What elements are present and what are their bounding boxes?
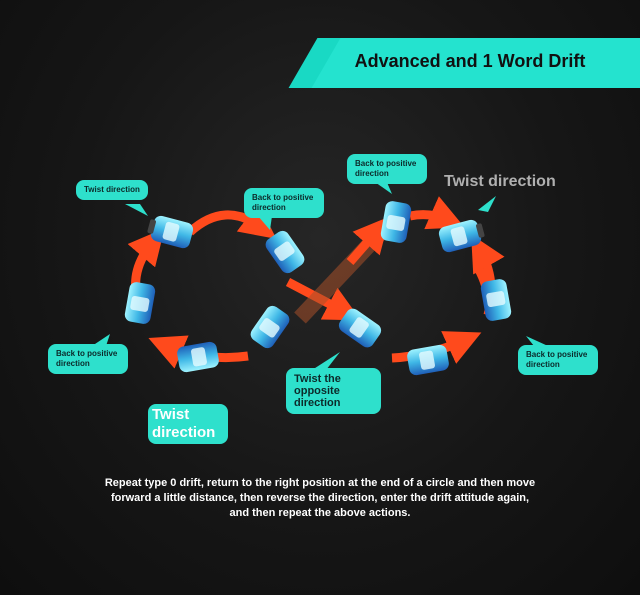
bubble-tail xyxy=(125,204,148,216)
label-twist-bottom: Twist direction xyxy=(148,404,228,444)
label-twist-top-right: Twist direction xyxy=(444,173,556,190)
car-icon-left xyxy=(124,282,156,324)
car-icon-center-left xyxy=(250,305,290,349)
car-icon-top-right-b xyxy=(438,219,485,253)
arrow-left-top xyxy=(186,202,277,239)
banner-title: Advanced and 1 Word Drift xyxy=(354,51,586,71)
label-back-left: Back to positive direction xyxy=(48,344,128,374)
label-twist-opposite: Twist the opposite direction xyxy=(286,368,381,414)
car-icon-bottom-right xyxy=(407,344,449,376)
bubble-tail xyxy=(478,196,496,212)
car-icon-bottom-left xyxy=(177,341,219,373)
car-icon-center-right xyxy=(338,308,382,348)
car-icon-center-top xyxy=(265,230,305,274)
bubble-tail xyxy=(92,334,110,346)
arrow-center-up xyxy=(346,216,390,265)
bubble-tail xyxy=(312,352,340,370)
caption: Repeat type 0 drift, return to the right… xyxy=(104,477,536,519)
bubble-tail xyxy=(258,216,272,230)
car-icon-right xyxy=(480,279,512,321)
car-icon-top-left xyxy=(147,215,194,249)
label-back-top-right: Back to positive direction xyxy=(347,154,427,184)
bubble-tail xyxy=(526,336,548,346)
car-icon-top-right-a xyxy=(380,201,412,243)
label-back-right: Back to positive direction xyxy=(518,345,598,375)
arrow-right-top xyxy=(409,196,465,230)
label-twist-top-left: Twist direction xyxy=(76,180,148,200)
label-back-center-top: Back to positive direction xyxy=(244,188,324,218)
